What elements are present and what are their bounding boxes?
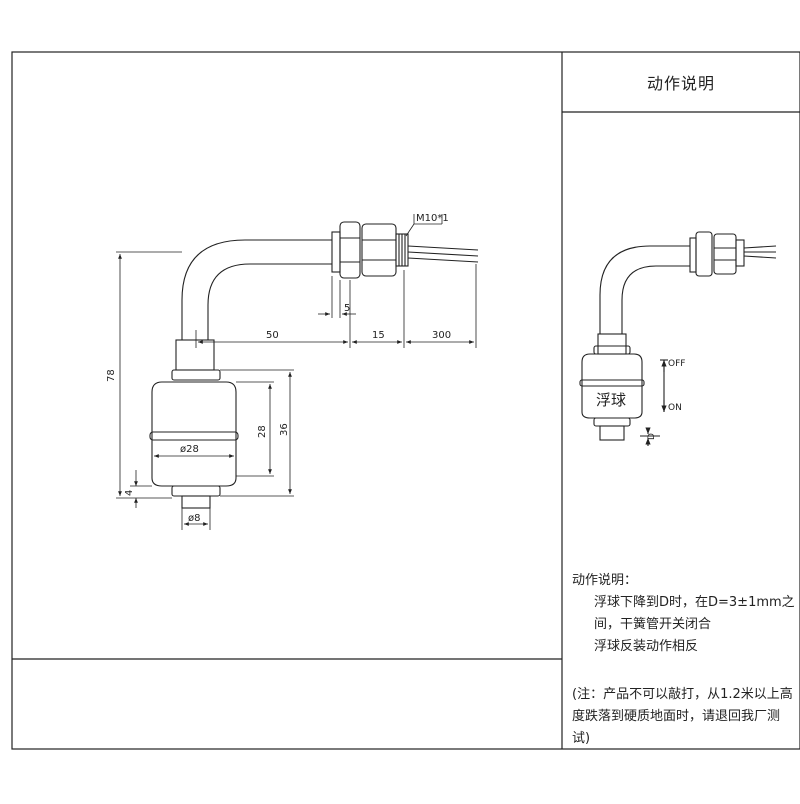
float-label: 浮球 (596, 391, 626, 409)
switch-front-view (149, 221, 479, 509)
dim-float-diameter: ø28 (180, 444, 199, 455)
on-label: ON (668, 403, 682, 413)
dim-stem-diameter: ø8 (188, 513, 200, 524)
d-label: D (647, 433, 657, 440)
dim-horizontal-arm: 50 (266, 330, 279, 341)
caution-note: (注：产品不可以敲打，从1.2米以上高度跌落到硬质地面时，请退回我厂测试) (572, 687, 793, 746)
dimension-labels: M10*1 5 50 15 300 78 28 36 ø28 4 ø8 (106, 213, 451, 524)
dim-thread: M10*1 (416, 213, 449, 224)
dim-float-height: 28 (257, 425, 268, 438)
dim-float-total: 36 (279, 423, 290, 436)
action-notes: 动作说明： 浮球下降到D时，在D=3±1mm之间，干簧管开关闭合 浮球反装动作相… (572, 570, 798, 658)
dim-lead-gap: 5 (344, 303, 350, 314)
dim-total-height: 78 (106, 369, 117, 382)
panel-title: 动作说明 (646, 74, 715, 93)
dim-thread-length: 15 (372, 330, 385, 341)
notes-line-2: 浮球反装动作相反 (594, 639, 699, 654)
dimension-lines (116, 214, 477, 530)
notes-line-1: 浮球下降到D时，在D=3±1mm之间，干簧管开关闭合 (594, 595, 795, 632)
action-labels: 浮球 OFF ON D (596, 359, 685, 440)
off-label: OFF (668, 359, 685, 369)
dim-wire-length: 300 (432, 330, 451, 341)
drawing-frame (11, 51, 800, 750)
dim-bottom-offset: 4 (124, 490, 135, 496)
action-diagram (579, 231, 777, 446)
notes-heading: 动作说明： (572, 573, 638, 588)
